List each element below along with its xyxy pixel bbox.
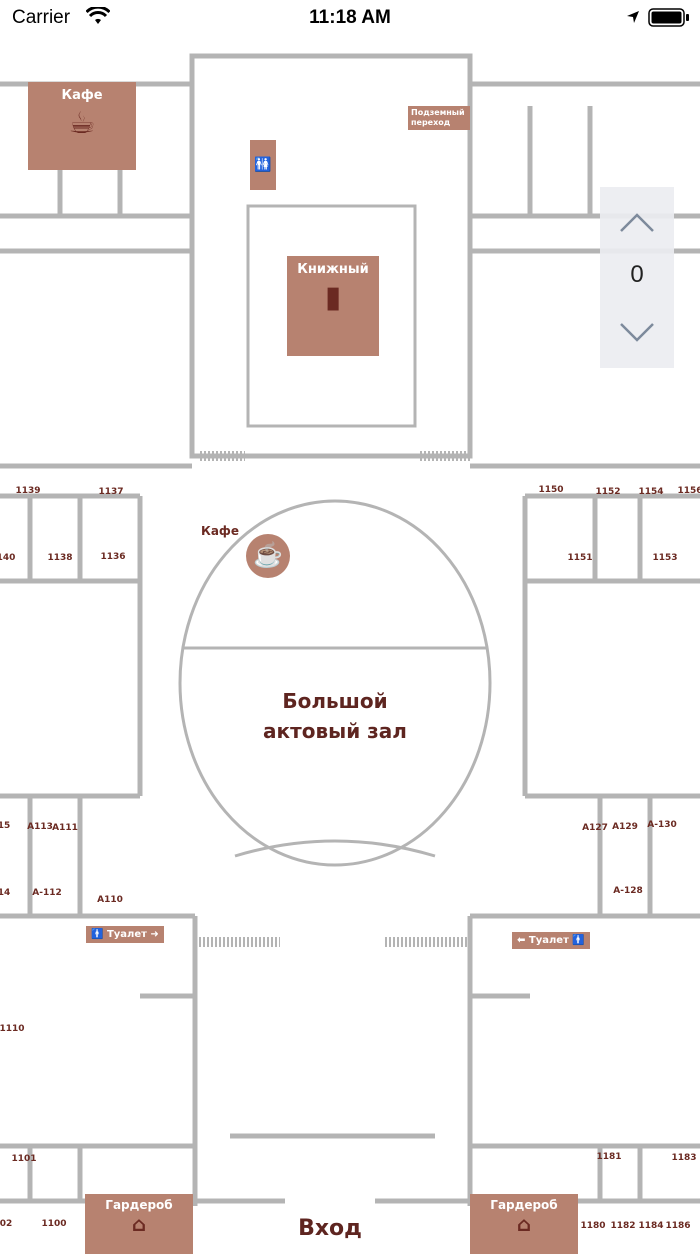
room-label: А127 xyxy=(582,823,608,833)
room-label: 1100 xyxy=(41,1219,67,1229)
poi-bookstore[interactable]: Книжный ▮ xyxy=(287,256,379,356)
location-arrow-icon xyxy=(627,11,639,23)
hanger-icon: ⌂ xyxy=(516,1212,532,1236)
room-label: 140 xyxy=(0,553,16,563)
room-label: 1180 xyxy=(580,1221,606,1231)
wifi-icon xyxy=(86,7,110,24)
status-bar: Carrier 11:18 AM xyxy=(0,0,700,36)
room-label: 1181 xyxy=(596,1152,622,1162)
poi-wardrobe-right[interactable]: Гардероб ⌂ xyxy=(470,1194,578,1254)
chevron-down-icon xyxy=(620,323,654,342)
hanger-icon: ⌂ xyxy=(131,1212,147,1236)
room-label: А113 xyxy=(27,822,53,832)
floor-selector: 0 xyxy=(600,187,674,368)
room-label: 1156 xyxy=(677,486,700,496)
coffee-cup-icon[interactable]: ☕ xyxy=(246,534,290,578)
floor-number: 0 xyxy=(630,261,644,288)
room-label: 1110 xyxy=(0,1024,25,1034)
room-label: А-128 xyxy=(613,886,643,896)
room-label: А110 xyxy=(97,895,123,905)
floor-down-button[interactable] xyxy=(600,307,674,357)
underpass-sign[interactable]: Подземный переход xyxy=(408,106,470,130)
room-label: А-112 xyxy=(32,888,62,898)
book-icon: ▮ xyxy=(324,280,342,315)
room-label: 1182 xyxy=(610,1221,636,1231)
carrier-label: Carrier xyxy=(12,7,71,28)
poi-cafe-top[interactable]: Кафе ☕ xyxy=(28,82,136,170)
room-label: 1139 xyxy=(15,486,41,496)
toilet-right-sign[interactable]: ⬅ Туалет 🚹 xyxy=(512,932,590,949)
room-label: 14 xyxy=(0,888,11,898)
room-label: 1183 xyxy=(671,1153,697,1163)
room-label: 1152 xyxy=(595,487,621,497)
toilet-left-sign[interactable]: 🚹 Туалет ➜ xyxy=(86,926,164,943)
room-label: 1184 xyxy=(638,1221,664,1231)
room-label: 1138 xyxy=(47,553,73,563)
room-label: 1186 xyxy=(665,1221,691,1231)
room-label: 02 xyxy=(0,1219,13,1229)
poi-wardrobe-left[interactable]: Гардероб ⌂ xyxy=(85,1194,193,1254)
battery-icon xyxy=(648,8,689,27)
room-label: 1154 xyxy=(638,487,664,497)
floor-up-button[interactable] xyxy=(600,199,674,249)
room-label: А-130 xyxy=(647,820,677,830)
room-label: А129 xyxy=(612,822,638,832)
room-label: 1150 xyxy=(538,485,564,495)
person-icon: 🚹 xyxy=(91,929,107,940)
person-icon: 🚹 xyxy=(568,935,585,946)
room-label: 1153 xyxy=(652,553,678,563)
poi-cafe-hall-label[interactable]: Кафе xyxy=(201,524,239,538)
floor-plan-walls xyxy=(0,53,700,1206)
coffee-cup-icon: ☕ xyxy=(68,106,96,141)
clock: 11:18 AM xyxy=(309,7,391,28)
room-label: 1136 xyxy=(100,552,126,562)
room-label: 1137 xyxy=(98,487,124,497)
entrance-label[interactable]: Вход xyxy=(298,1216,362,1241)
floor-plan-map[interactable]: Кафе ☕ Книжный ▮ Подземный переход 🚻 Каф… xyxy=(0,36,700,1254)
room-label: 15 xyxy=(0,821,11,831)
room-label: 1101 xyxy=(11,1154,37,1164)
chevron-up-icon xyxy=(620,213,654,232)
room-label: А111 xyxy=(52,823,78,833)
hall-label[interactable]: Большой актовый зал xyxy=(263,689,407,743)
room-label: 1151 xyxy=(567,553,593,563)
restroom-icon-block: 🚻 xyxy=(250,140,276,190)
